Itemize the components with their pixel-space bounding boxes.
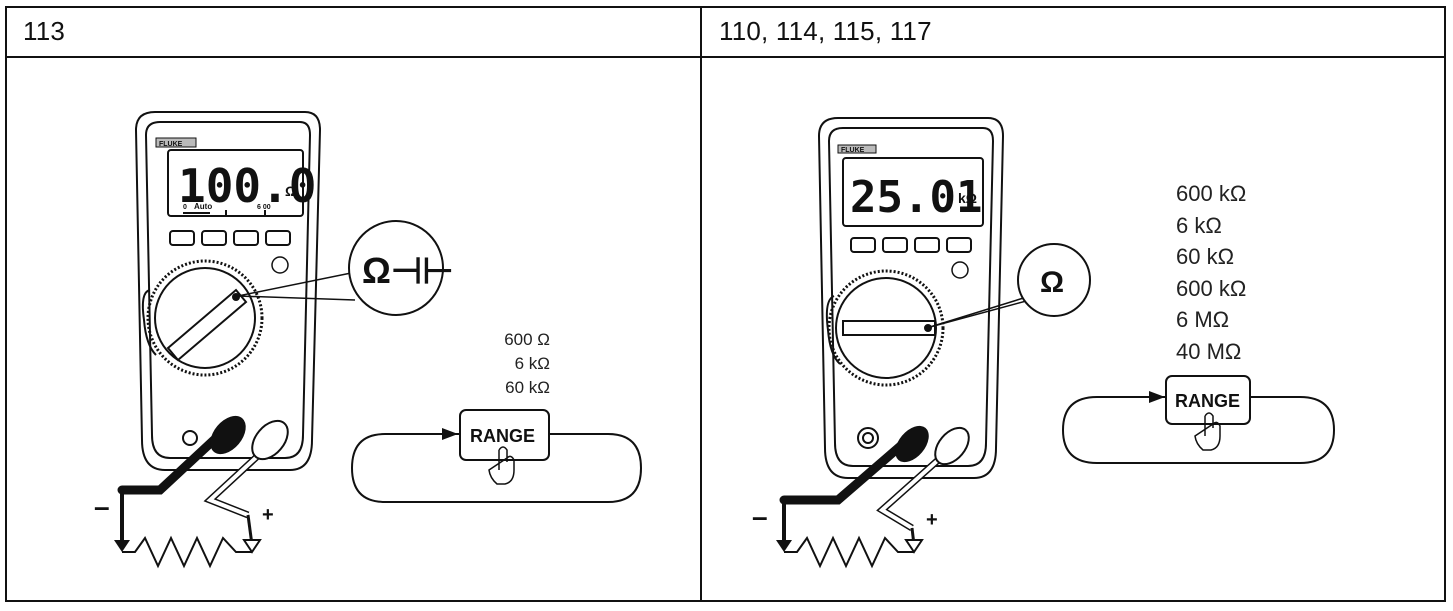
range-item: 600 kΩ xyxy=(1176,275,1247,301)
lcd-unit: kΩ xyxy=(958,190,977,206)
lcd-reading: 100.0 xyxy=(178,159,316,213)
range-item: 6 MΩ xyxy=(1176,307,1230,332)
header-divider xyxy=(7,56,1444,58)
lcd-reading: 25.01 xyxy=(850,172,982,223)
range-cycle-113 xyxy=(350,409,643,503)
range-cycle-117 xyxy=(1061,375,1336,464)
multimeter-117 xyxy=(817,117,1091,479)
test-leads-113 xyxy=(114,415,289,569)
lcd-display xyxy=(167,149,304,217)
range-button-label: RANGE xyxy=(1175,391,1240,411)
dial-knob xyxy=(166,288,248,362)
column-header-110-114-115-117: 110, 114, 115, 117 xyxy=(719,16,932,46)
lcd-unit: Ω xyxy=(285,183,296,199)
range-item: 60 kΩ xyxy=(505,378,550,397)
range-item: 600 Ω xyxy=(504,330,550,349)
bargraph xyxy=(183,210,266,216)
range-item: 60 kΩ xyxy=(1176,244,1235,269)
rotary-dial xyxy=(827,269,945,387)
backlight-button xyxy=(951,261,969,279)
range-list-113: 600 Ω 6 kΩ 60 kΩ xyxy=(478,328,550,400)
brand-plate xyxy=(155,137,197,148)
meter-button xyxy=(169,230,195,246)
lcd-display xyxy=(842,157,984,227)
range-item: 6 kΩ xyxy=(514,354,550,373)
callout-symbol: Ω xyxy=(1040,266,1064,299)
multimeter-113 xyxy=(134,111,444,471)
lead-minus-label: – xyxy=(94,491,110,522)
meter-button xyxy=(946,237,972,253)
auto-indicator: Auto xyxy=(194,202,212,211)
brand-text: FLUKE xyxy=(159,141,183,148)
meter-button xyxy=(201,230,227,246)
brand-plate xyxy=(837,144,877,154)
lead-minus-label: – xyxy=(752,501,768,532)
backlight-button xyxy=(271,256,289,274)
range-button xyxy=(1165,375,1251,425)
meter-button xyxy=(850,237,876,253)
figure-table: 113 110, 114, 115, 117 xyxy=(5,6,1446,602)
meter-button xyxy=(882,237,908,253)
rotary-dial xyxy=(146,259,264,377)
callout-circle xyxy=(1017,243,1091,317)
test-leads-117 xyxy=(776,425,970,569)
column-header-113: 113 xyxy=(23,16,66,46)
range-list-117: 600 kΩ 6 kΩ 60 kΩ 600 kΩ 6 MΩ 40 MΩ xyxy=(1176,178,1246,367)
lead-plus-label: + xyxy=(262,504,274,526)
meter-button xyxy=(914,237,940,253)
bargraph-left-label: 0 xyxy=(183,204,187,211)
range-button-label: RANGE xyxy=(470,426,535,446)
bargraph-right-label: 6 00 xyxy=(257,204,271,211)
callout-circle xyxy=(348,220,444,316)
callout-symbol: Ω⊣⊢ xyxy=(362,250,454,291)
meter-button xyxy=(265,230,291,246)
range-item: 6 kΩ xyxy=(1176,212,1222,238)
range-item: 600 kΩ xyxy=(1176,181,1247,206)
meter-button xyxy=(233,230,259,246)
column-divider xyxy=(700,8,702,600)
dial-knob xyxy=(842,320,936,336)
brand-text: FLUKE xyxy=(841,147,865,154)
range-item: 40 MΩ xyxy=(1176,338,1242,364)
lead-plus-label: + xyxy=(926,509,938,531)
